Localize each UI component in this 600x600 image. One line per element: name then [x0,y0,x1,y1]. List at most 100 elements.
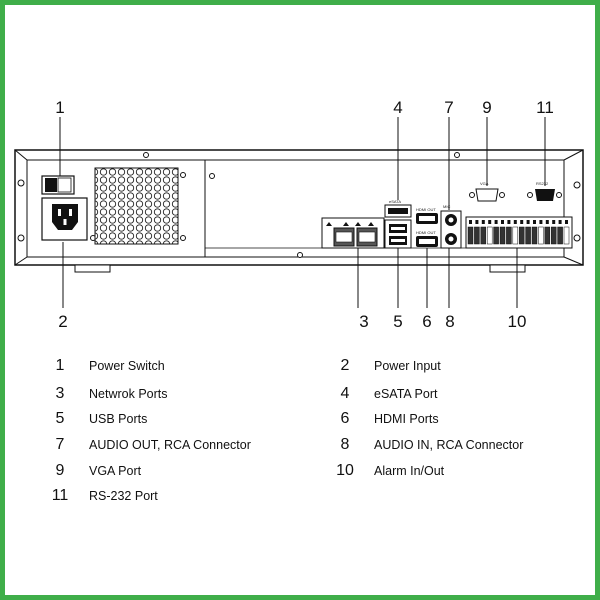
alarm-terminal-marker [533,220,536,224]
vga-port: VGA [469,181,505,202]
vga-label: VGA [480,181,489,186]
alarm-terminal-marker [475,220,479,224]
screw [17,179,25,187]
screw [573,181,581,189]
legend-number: 5 [55,410,65,427]
legend-label: VGA Port [89,464,142,478]
legend-number: 11 [51,487,69,504]
callout-10: 10 [508,312,527,331]
alarm-terminal-pin [518,226,525,245]
legend-item-audio-out: 7 AUDIO OUT, RCA Connector [45,436,251,454]
audio-rca-connectors: MIC [440,204,462,249]
screw [143,152,149,158]
legend-number: 3 [55,385,65,402]
alarm-terminal-pin [512,226,519,245]
rear-panel-diagram: eSATA HDMI OUT HDMI OUT MIC VGA RS232 [14,98,584,331]
screw [573,234,581,242]
legend-number: 10 [336,462,354,479]
screw [180,172,186,178]
alarm-terminal-pin [563,226,570,245]
alarm-terminal-marker [565,220,568,224]
alarm-terminal-marker [494,220,498,224]
callout-11: 11 [536,98,554,117]
legend-item-usb-ports: 5 USB Ports [45,410,148,428]
alarm-terminal-pin [538,226,544,245]
callout-numbers: 1 2 3 4 5 6 7 8 9 10 11 [55,98,554,331]
legend-item-vga-port: 9 VGA Port [45,462,142,480]
alarm-terminal-pin [531,226,538,245]
alarm-terminal-pin [467,226,474,245]
legend-label: HDMI Ports [374,412,439,426]
legend-item-alarm-in-out: 10 Alarm In/Out [330,462,444,480]
screw [209,173,215,179]
esata-port-label: eSATA [389,199,401,204]
legend-label: Netwrok Ports [89,387,168,401]
screw [454,152,460,158]
leader-lines [59,117,546,308]
mic-label: MIC [443,204,450,209]
callout-8: 8 [445,312,454,331]
callout-6: 6 [422,312,431,331]
legend-label: eSATA Port [374,387,438,401]
screw [17,234,25,242]
alarm-terminal-marker [520,220,524,224]
network-ports [321,217,385,249]
alarm-terminal-marker [507,220,511,224]
legend-item-power-input: 2 Power Input [330,357,441,375]
legend-label: Power Switch [89,359,165,373]
callout-7: 7 [444,98,453,117]
power-input [41,197,88,241]
foot-left [74,264,111,273]
alarm-terminal-pin [557,226,563,245]
hdmi-out-label-2: HDMI OUT [416,230,436,235]
legend-number: 4 [340,385,350,402]
legend-label: AUDIO IN, RCA Connector [374,438,524,452]
alarm-terminal-pin [550,226,557,245]
alarm-terminal-marker [545,220,549,224]
legend-number: 8 [340,436,350,453]
callout-2: 2 [58,312,67,331]
alarm-terminal-pin [506,226,512,245]
legend-number: 6 [340,410,350,427]
legend-item-audio-in: 8 AUDIO IN, RCA Connector [330,436,524,454]
foot-right [489,264,526,273]
hdmi-ports: HDMI OUT HDMI OUT [416,207,438,247]
legend-number: 7 [55,436,65,453]
legend-label: RS-232 Port [89,489,158,503]
alarm-terminal-pin [486,226,493,245]
alarm-terminal-pin [493,226,499,245]
legend-item-rs232-port: 11 RS-232 Port [45,487,158,505]
legend-label: USB Ports [89,412,148,426]
callout-9: 9 [482,98,491,117]
esata-usb-block: eSATA [384,199,412,249]
alarm-terminal-pin [480,226,487,245]
alarm-terminal-marker [488,220,492,224]
legend-number: 1 [55,357,65,374]
alarm-terminal-marker [469,220,472,224]
alarm-terminal-marker [501,220,504,224]
callout-3: 3 [359,312,368,331]
rs232-port: RS232 [527,181,562,201]
callout-4: 4 [393,98,402,117]
alarm-terminal-marker [513,220,517,224]
rs232-label: RS232 [536,181,549,186]
alarm-terminal-marker [552,220,556,224]
alarm-terminal-marker [481,220,485,224]
alarm-terminal-marker [539,220,543,224]
legend-number: 2 [340,357,350,374]
alarm-terminal-pin [525,226,531,245]
alarm-terminal-block [465,216,573,249]
screw [180,235,186,241]
callout-5: 5 [393,312,402,331]
screw [297,252,303,258]
callout-1: 1 [55,98,64,117]
legend-item-power-switch: 1 Power Switch [45,357,165,375]
hdmi-out-label-1: HDMI OUT [416,207,436,212]
alarm-terminal-marker [558,220,562,224]
legend-label: Power Input [374,359,441,373]
legend-label: AUDIO OUT, RCA Connector [89,438,251,452]
alarm-terminal-marker [526,220,530,224]
legend-label: Alarm In/Out [374,464,445,478]
legend-item-hdmi-ports: 6 HDMI Ports [330,410,439,428]
